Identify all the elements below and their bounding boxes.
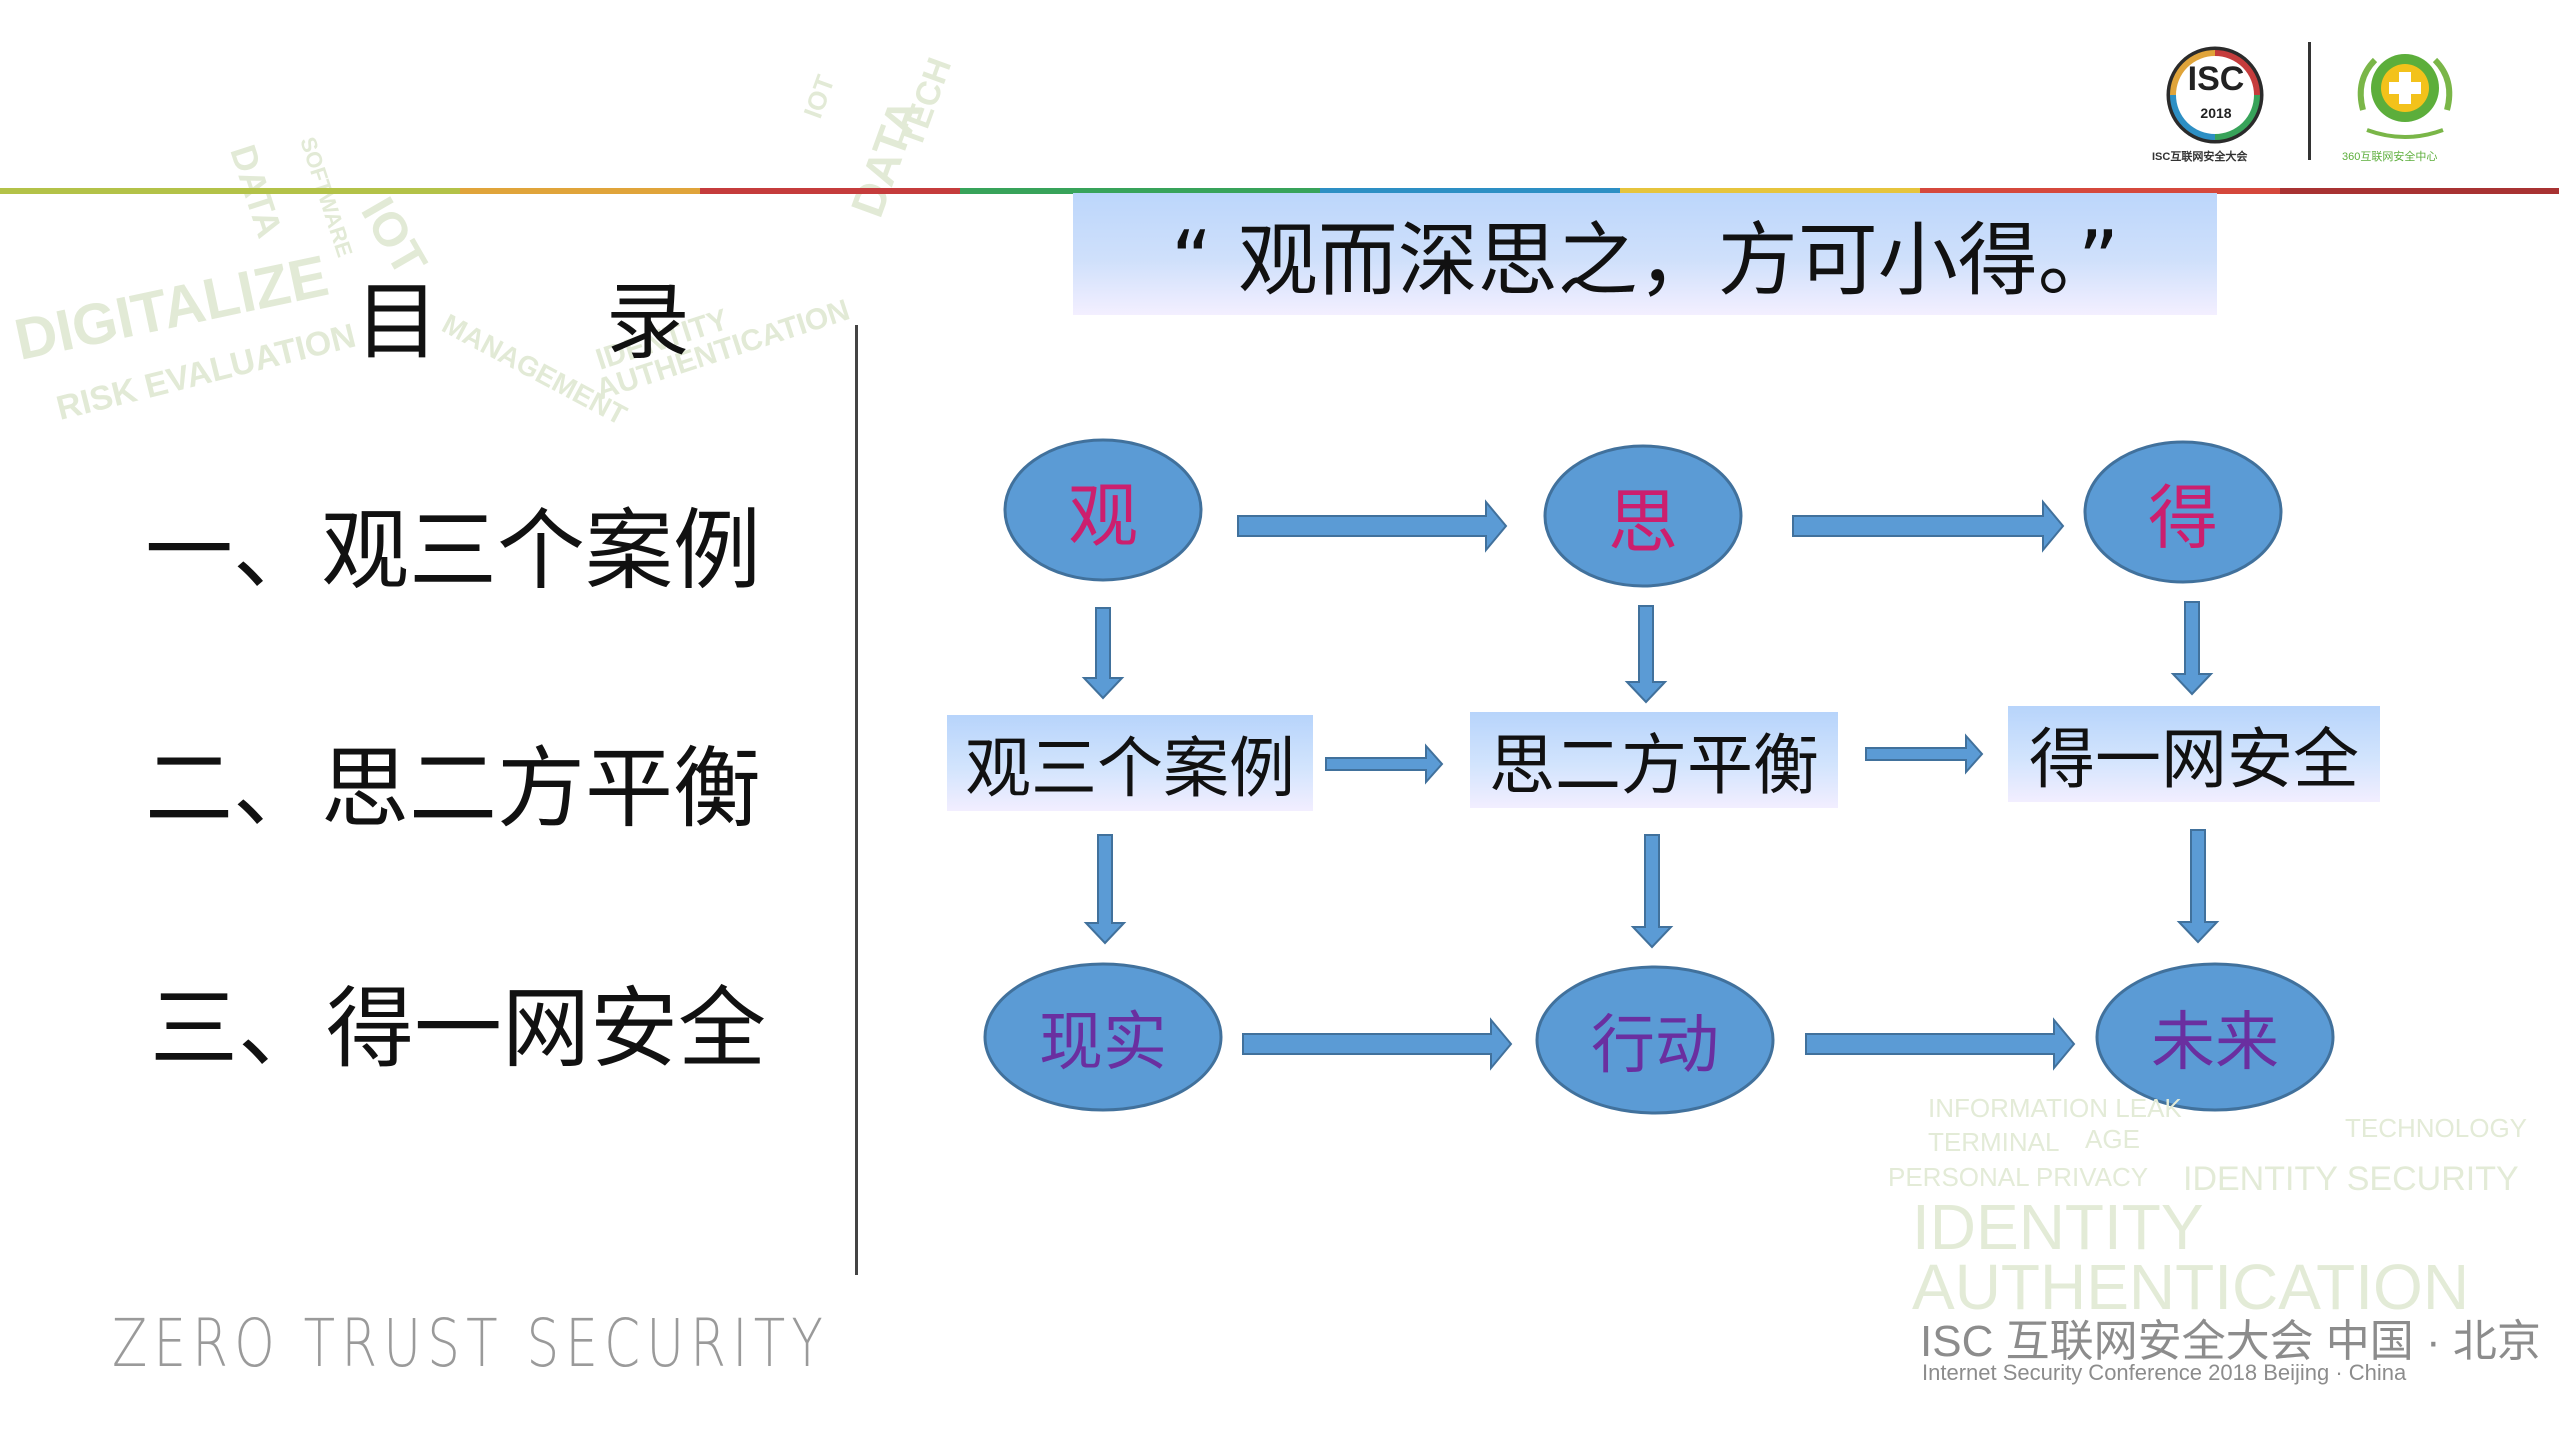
node-label-de: 得 (2148, 476, 2218, 559)
arrow-bot-1 (1242, 1017, 1513, 1071)
node-de (2083, 440, 2283, 584)
watermark-word-6: IDENTITY SECURITY (2183, 1160, 2519, 1198)
box-security: 得一网安全 (2008, 706, 2380, 802)
conference-subtitle: Internet Security Conference 2018 Beijin… (1922, 1360, 2407, 1385)
node-label-xianshi: 现实 (1039, 1006, 1167, 1080)
header-rule (0, 188, 2559, 194)
quote-text: “ 观而深思之，方可小得。” (1170, 214, 2120, 307)
watermark-word-4: TECHNOLOGY (2345, 1113, 2528, 1143)
watermark-word-5: PERSONAL PRIVACY (1888, 1162, 2149, 1192)
watermark-word-7: IDENTITY (1912, 1191, 2204, 1263)
arrow-down-1 (1081, 607, 1125, 700)
toc-title: 目 录 (355, 273, 760, 371)
box-balance: 思二方平衡 (1470, 712, 1838, 808)
watermark-word-8: AUTHENTICATION (1912, 1251, 2470, 1323)
node-si (1543, 444, 1743, 588)
arrow-top-1 (1237, 499, 1508, 553)
isc-logo-caption: ISC互联网安全大会 (2152, 151, 2248, 163)
arrow-down-5 (1630, 834, 1674, 949)
toc-item-2: 二、思二方平衡 (145, 737, 762, 840)
watermark-cloud-top-left: DIGITALIZE RISK EVALUATION DATA SOFTWARE… (9, 53, 959, 431)
360-logo-icon (2357, 54, 2453, 139)
arrow-down-2 (1624, 605, 1668, 704)
arrow-bot-2 (1805, 1017, 2076, 1071)
arrow-down-4 (1083, 834, 1127, 945)
node-xianshi (983, 962, 1223, 1112)
arrow-mid-1 (1325, 743, 1444, 785)
node-weilai (2095, 962, 2335, 1112)
isc-logo-icon (2166, 46, 2264, 144)
node-guan (1003, 438, 1203, 582)
arrow-mid-2 (1865, 733, 1984, 775)
arrow-down-6 (2176, 829, 2220, 944)
node-label-xingdong: 行动 (1591, 1009, 1719, 1083)
watermark-word-1: INFORMATION LEAK (1928, 1093, 2182, 1123)
zero-trust-slogan: ZERO TRUST SECURITY (112, 1305, 830, 1382)
node-label-weilai: 未来 (2151, 1006, 2279, 1080)
toc-item-3: 三、得一网安全 (150, 977, 767, 1080)
isc-logo-year: 2018 (2200, 105, 2232, 121)
node-label-si: 思 (1608, 480, 1678, 563)
watermark-word-2: TERMINAL (1928, 1127, 2060, 1157)
node-label-guan: 观 (1068, 474, 1138, 557)
toc-item-1: 一、观三个案例 (145, 499, 762, 602)
360-logo-caption: 360互联网安全中心 (2342, 151, 2438, 163)
watermark-word-3: AGE (2085, 1124, 2140, 1154)
arrow-top-2 (1792, 499, 2065, 553)
box-case-study: 观三个案例 (947, 715, 1313, 811)
conference-title: ISC 互联网安全大会 中国 · 北京 (1920, 1317, 2541, 1366)
quote-banner: “ 观而深思之，方可小得。” (1073, 193, 2217, 315)
logo-separator (2308, 42, 2311, 160)
node-xingdong (1535, 965, 1775, 1115)
arrow-down-3 (2170, 601, 2214, 696)
isc-logo-main: ISC (2187, 60, 2245, 98)
